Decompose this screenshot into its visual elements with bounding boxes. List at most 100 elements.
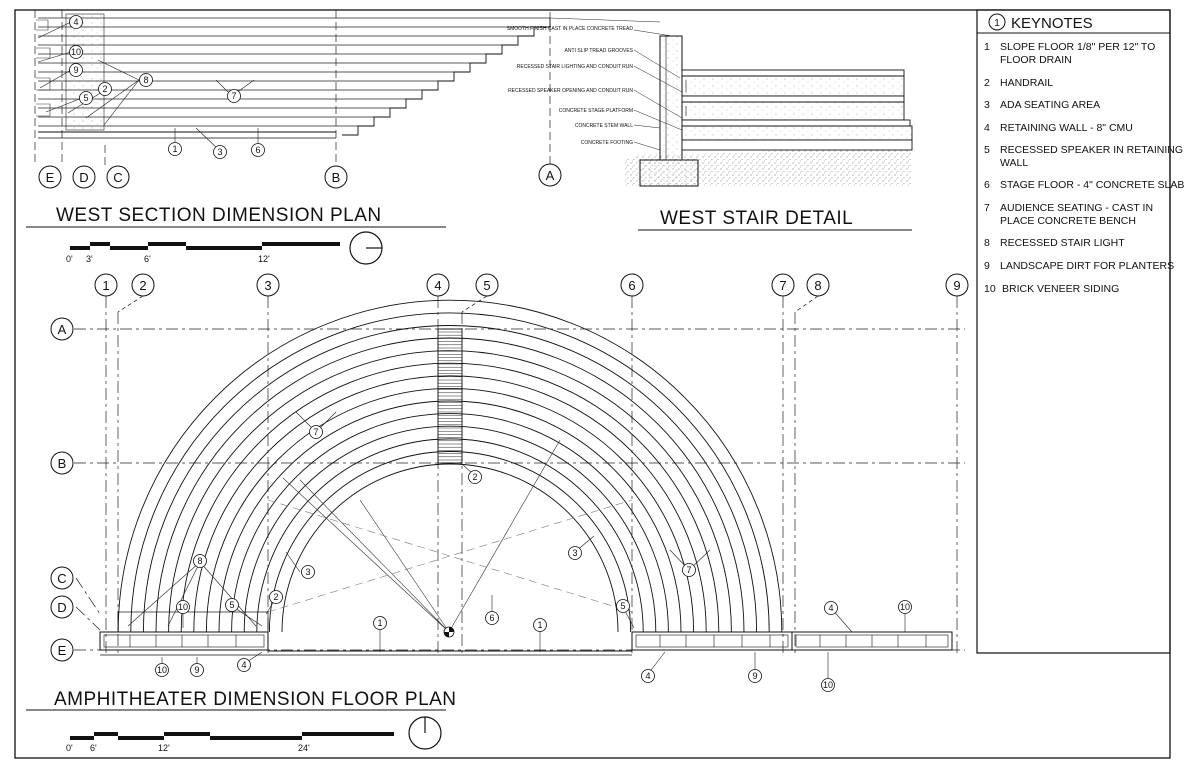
section-callout-8: 8 bbox=[143, 75, 148, 85]
plan-callout-4c: 4 bbox=[645, 671, 650, 681]
seating-row-arc bbox=[281, 463, 619, 633]
keynote-1-number: 1 bbox=[984, 41, 990, 53]
grid-row-c: C bbox=[57, 571, 66, 586]
plan-callout-9b: 9 bbox=[752, 671, 757, 681]
grid-col-2: 2 bbox=[139, 278, 146, 293]
plan-callout-7b: 7 bbox=[686, 565, 691, 575]
floor-plan-title: AMPHITHEATER DIMENSION FLOOR PLAN bbox=[54, 689, 457, 710]
floor-plan: 1 2 3 4 5 6 7 8 9 A B C D E bbox=[26, 273, 969, 753]
plan-callout-3a: 3 bbox=[305, 567, 310, 577]
seating-row-arc bbox=[130, 312, 770, 633]
keynote-10-number: 10 bbox=[984, 283, 996, 295]
keynote-3-number: 3 bbox=[984, 99, 990, 111]
plan-callout-5b: 5 bbox=[620, 601, 625, 611]
grid-row-e: E bbox=[58, 643, 67, 658]
keynote-3-text: ADA SEATING AREA bbox=[1000, 99, 1100, 111]
section-callout-5: 5 bbox=[83, 93, 88, 103]
grid-row-a: A bbox=[58, 322, 67, 337]
section-callout-6: 6 bbox=[255, 145, 260, 155]
plan-callout-7a: 7 bbox=[313, 427, 318, 437]
detail-note-stem: CONCRETE STEM WALL bbox=[575, 123, 633, 129]
keynotes-header-number: 1 bbox=[994, 18, 1000, 29]
svg-text:3': 3' bbox=[86, 254, 93, 264]
keynotes-header: KEYNOTES bbox=[1011, 15, 1093, 32]
detail-note-platform: CONCRETE STAGE PLATFORM bbox=[559, 108, 633, 114]
svg-text:12': 12' bbox=[258, 254, 270, 264]
grid-col-1: 1 bbox=[102, 278, 109, 293]
seating-row-arc bbox=[205, 388, 695, 633]
seating-row-arc bbox=[193, 375, 707, 633]
grid-row-b: B bbox=[58, 456, 67, 471]
seating-row-arc bbox=[155, 337, 745, 633]
section-grid-b: B bbox=[332, 170, 341, 185]
grid-col-5: 5 bbox=[483, 278, 490, 293]
section-callout-4: 4 bbox=[73, 17, 78, 27]
plan-callout-2b: 2 bbox=[273, 592, 278, 602]
plan-callout-10a: 10 bbox=[178, 602, 188, 612]
plan-callout-4b: 4 bbox=[241, 660, 246, 670]
keynote-7-text-2: PLACE CONCRETE BENCH bbox=[1000, 215, 1136, 227]
keynote-7-text: AUDIENCE SEATING - CAST IN bbox=[1000, 202, 1153, 214]
plan-callout-6: 6 bbox=[489, 613, 494, 623]
grid-col-4: 4 bbox=[434, 278, 441, 293]
keynote-5-text-2: WALL bbox=[1000, 157, 1028, 169]
keynote-7-number: 7 bbox=[984, 202, 990, 214]
keynote-9-text: LANDSCAPE DIRT FOR PLANTERS bbox=[1000, 260, 1174, 272]
detail-note-lighting: RECESSED STAIR LIGHTING AND CONDUIT RUN bbox=[517, 64, 634, 70]
grid-col-6: 6 bbox=[628, 278, 635, 293]
north-arrow-icon bbox=[349, 231, 383, 265]
svg-text:24': 24' bbox=[298, 743, 310, 753]
section-title: WEST SECTION DIMENSION PLAN bbox=[56, 205, 382, 226]
keynote-2-number: 2 bbox=[984, 77, 990, 89]
plan-callout-2a: 2 bbox=[472, 472, 477, 482]
section-callout-2: 2 bbox=[102, 84, 107, 94]
keynote-5-text: RECESSED SPEAKER IN RETAINING bbox=[1000, 144, 1183, 156]
keynote-4-number: 4 bbox=[984, 122, 990, 134]
seating-row-arc bbox=[231, 413, 669, 633]
keynote-5-number: 5 bbox=[984, 144, 990, 156]
svg-text:0': 0' bbox=[66, 743, 73, 753]
seating-row-arc bbox=[268, 451, 632, 633]
plan-callout-10d: 10 bbox=[823, 680, 833, 690]
seating-row-arc bbox=[243, 425, 657, 633]
section-grid-c: C bbox=[113, 170, 122, 185]
section-callout-7: 7 bbox=[231, 91, 236, 101]
seating-row-arc bbox=[142, 325, 758, 633]
svg-text:12': 12' bbox=[158, 743, 170, 753]
section-grid-e: E bbox=[46, 170, 55, 185]
plan-callout-4a: 4 bbox=[828, 603, 833, 613]
detail-note-speaker: RECESSED SPEAKER OPENING AND CONDUIT RUN bbox=[508, 88, 633, 94]
seating-row-arc bbox=[117, 299, 783, 633]
keynote-8-number: 8 bbox=[984, 237, 990, 249]
west-section: 4 10 9 5 8 2 7 1 3 6 E D C B A WEST SECT… bbox=[26, 10, 562, 265]
section-callout-9: 9 bbox=[73, 65, 78, 75]
plan-callout-10b: 10 bbox=[900, 602, 910, 612]
plan-callout-8: 8 bbox=[197, 556, 202, 566]
keynote-1-text-2: FLOOR DRAIN bbox=[1000, 54, 1072, 66]
grid-row-d: D bbox=[57, 600, 66, 615]
keynote-4-text: RETAINING WALL - 8" CMU bbox=[1000, 122, 1133, 134]
west-stair-detail: SMOOTH FINISH CAST IN PLACE CONCRETE TRE… bbox=[507, 17, 913, 231]
plan-callout-9a: 9 bbox=[194, 665, 199, 675]
keynote-8-text: RECESSED STAIR LIGHT bbox=[1000, 237, 1125, 249]
seating-row-arc bbox=[180, 362, 720, 633]
section-grid-d: D bbox=[79, 170, 88, 185]
plan-callout-1b: 1 bbox=[537, 620, 542, 630]
detail-note-tread: SMOOTH FINISH CAST IN PLACE CONCRETE TRE… bbox=[507, 26, 634, 32]
grid-col-3: 3 bbox=[264, 278, 271, 293]
svg-text:6': 6' bbox=[144, 254, 151, 264]
plan-callout-1a: 1 bbox=[377, 618, 382, 628]
seating-row-arc bbox=[168, 350, 732, 633]
floor-plan-scale-bar: 0' 6' 12' 24' bbox=[66, 732, 394, 753]
plan-callout-10c: 10 bbox=[157, 665, 167, 675]
section-callout-1: 1 bbox=[172, 144, 177, 154]
section-callout-3: 3 bbox=[217, 147, 222, 157]
grid-col-7: 7 bbox=[779, 278, 786, 293]
keynote-6-number: 6 bbox=[984, 179, 990, 191]
keynote-6-text: STAGE FLOOR - 4" CONCRETE SLAB bbox=[1000, 179, 1184, 191]
detail-note-grooves: ANTI SLIP TREAD GROOVES bbox=[565, 48, 634, 54]
plan-callout-3b: 3 bbox=[572, 548, 577, 558]
detail-title: WEST STAIR DETAIL bbox=[660, 208, 853, 229]
seating-row-arc bbox=[256, 438, 644, 633]
